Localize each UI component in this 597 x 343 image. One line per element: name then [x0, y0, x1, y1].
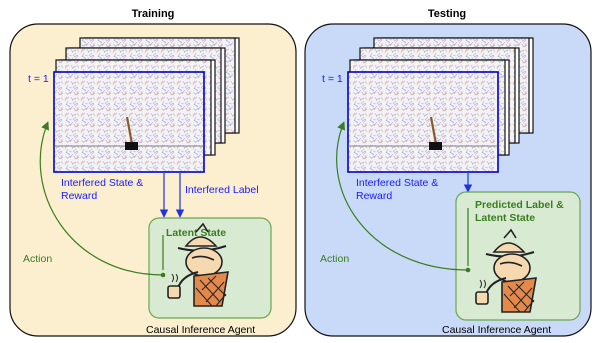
- cartpole-icon: [125, 116, 138, 150]
- testing-action-label: Action: [320, 253, 349, 265]
- training-timestep-label: t = 1: [28, 73, 49, 85]
- testing-timestep-label: t = 1: [322, 73, 343, 85]
- testing-state-label-2: Reward: [356, 190, 392, 202]
- testing-box-label-1: Predicted Label &: [475, 199, 564, 211]
- testing-agent-label: Causal Inference Agent: [442, 324, 551, 336]
- testing-frame-stack: [347, 37, 534, 173]
- cartpole-icon: [429, 116, 442, 150]
- training-title: Training: [132, 8, 175, 20]
- training-state-label-1: Interfered State &: [61, 177, 143, 189]
- testing-action-origin: [465, 267, 471, 273]
- testing-frame-front: [347, 71, 499, 173]
- training-action-label: Action: [23, 253, 52, 265]
- training-side-label: Interfered Label: [185, 184, 259, 196]
- testing-box-label-2: Latent State: [475, 212, 535, 224]
- training-box-label: Latent State: [166, 227, 226, 239]
- training-frame-stack: [53, 37, 240, 173]
- testing-state-label-1: Interfered State &: [356, 177, 438, 189]
- testing-title: Testing: [428, 8, 466, 20]
- testing-panel: Testing t = 1 Interfered State & Reward …: [304, 8, 592, 337]
- training-action-origin: [160, 272, 166, 278]
- training-panel: Training t = 1 Interfered State & Reward…: [9, 8, 297, 337]
- testing-action-arrow: [336, 121, 469, 271]
- training-agent-label: Causal Inference Agent: [146, 324, 255, 336]
- training-action-arrow: [39, 121, 164, 276]
- training-state-label-2: Reward: [61, 190, 97, 202]
